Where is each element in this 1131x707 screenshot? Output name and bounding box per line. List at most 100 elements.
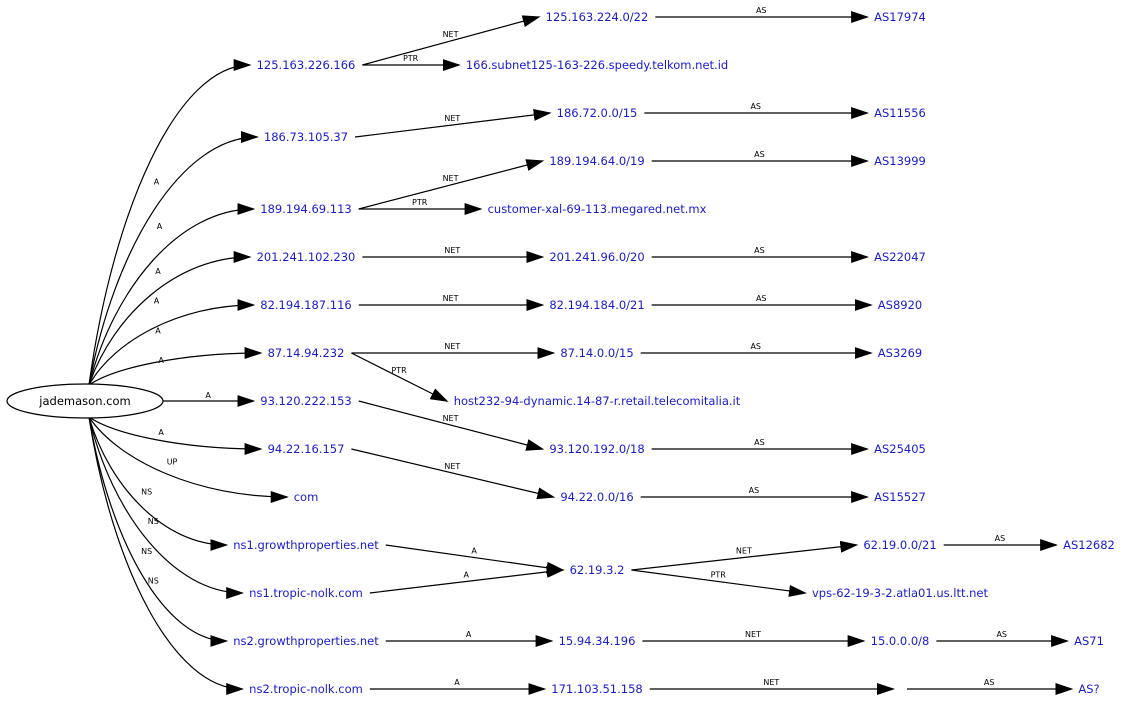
edge-a-root-ip94: A: [88, 416, 263, 455]
node-as22047[interactable]: AS22047: [874, 250, 926, 264]
edge-as-net186-as11556: AS: [644, 102, 870, 119]
node-171-103-51-158[interactable]: 171.103.51.158: [551, 682, 642, 696]
edge-as-net82-as8920: AS: [651, 294, 873, 311]
root-node-ellipse[interactable]: [6, 383, 164, 419]
edge-label: AS: [750, 102, 761, 111]
edge-a-ns2g-ip15: A: [385, 630, 554, 647]
node-customer-xal-69-113-megared-net-mx[interactable]: customer-xal-69-113.megared.net.mx: [488, 202, 707, 216]
edge-as-net87-as3269: AS: [640, 342, 873, 359]
edge-net-ip171-blank171: NET: [649, 678, 895, 695]
node-as25405[interactable]: AS25405: [874, 442, 926, 456]
node-ns2-tropic-nolk-com[interactable]: ns2.tropic-nolk.com: [249, 682, 363, 696]
edge-label: AS: [984, 678, 995, 687]
edge-as-blank171-asq: AS: [907, 678, 1074, 695]
edge-a-root-ip189: A: [88, 203, 256, 386]
edge-ns-root-ns2t: NS: [88, 416, 245, 695]
node-93-120-222-153[interactable]: 93.120.222.153: [260, 394, 351, 408]
edge-as-net189-as13999: AS: [651, 150, 870, 167]
edge-a-root-ip201: A: [88, 251, 252, 386]
edge-line: [88, 416, 229, 551]
node-62-19-0-0-21[interactable]: 62.19.0.0/21: [863, 538, 936, 552]
edge-line: [362, 15, 541, 66]
edge-line: [88, 203, 256, 386]
node-as[interactable]: AS?: [1078, 682, 1099, 696]
node-94-22-0-0-16[interactable]: 94.22.0.0/16: [560, 490, 633, 504]
edge-line: [88, 416, 263, 455]
edge-a-ns1g-ip62: A: [385, 544, 565, 574]
edge-label: AS: [754, 438, 765, 447]
node-186-73-105-37[interactable]: 186.73.105.37: [264, 130, 348, 144]
edge-a-root-ip87: A: [88, 347, 263, 386]
edge-label: A: [158, 356, 164, 365]
node-as11556[interactable]: AS11556: [874, 106, 926, 120]
node-94-22-16-157[interactable]: 94.22.16.157: [268, 442, 345, 456]
node-82-194-184-0-21[interactable]: 82.194.184.0/21: [549, 298, 644, 312]
edge-label: A: [454, 678, 460, 687]
edge-as-net62-as12682: AS: [943, 534, 1059, 551]
node-15-0-0-0-8[interactable]: 15.0.0.0/8: [871, 634, 930, 648]
edge-ns-root-ns2g: NS: [88, 416, 229, 647]
edge-label: AS: [756, 294, 767, 303]
edge-ptr-ip87-ptr87: PTR: [351, 352, 449, 402]
node-as13999[interactable]: AS13999: [874, 154, 926, 168]
edge-label: A: [154, 297, 160, 306]
node-62-19-3-2[interactable]: 62.19.3.2: [570, 563, 625, 577]
node-87-14-0-0-15[interactable]: 87.14.0.0/15: [560, 346, 633, 360]
node-125-163-226-166[interactable]: 125.163.226.166: [257, 58, 356, 72]
node-87-14-94-232[interactable]: 87.14.94.232: [268, 346, 345, 360]
edge-ns-root-ns1g: NS: [88, 416, 229, 551]
node-host232-94-dynamic-14-87-r-retail-telecomitalia-it[interactable]: host232-94-dynamic.14-87-r.retail.teleco…: [454, 394, 741, 408]
node-as12682[interactable]: AS12682: [1063, 538, 1115, 552]
edge-label: NET: [443, 294, 459, 303]
node-com[interactable]: com: [294, 490, 319, 504]
node-ns2-growthproperties-net[interactable]: ns2.growthproperties.net: [233, 634, 379, 648]
edge-label: NET: [443, 414, 459, 423]
edge-label: PTR: [403, 54, 419, 63]
edge-label: A: [205, 391, 211, 400]
edge-a-root-ip125: A: [88, 59, 252, 386]
edge-as-net94-as15527: AS: [640, 486, 870, 503]
node-186-72-0-0-15[interactable]: 186.72.0.0/15: [557, 106, 638, 120]
node-vps-62-19-3-2-atla01-us-ltt-net[interactable]: vps-62-19-3-2.atla01.us.ltt.net: [812, 586, 989, 600]
node-ns1-tropic-nolk-com[interactable]: ns1.tropic-nolk.com: [249, 586, 363, 600]
edge-net-ip93-net93: NET: [358, 400, 545, 451]
node-189-194-69-113[interactable]: 189.194.69.113: [260, 202, 351, 216]
root-node[interactable]: jademason.com: [6, 383, 164, 419]
edge-label: A: [155, 267, 161, 276]
edge-label: A: [157, 222, 163, 231]
node-as8920[interactable]: AS8920: [878, 298, 922, 312]
edge-line: [351, 352, 449, 402]
node-93-120-192-0-18[interactable]: 93.120.192.0/18: [549, 442, 644, 456]
node-as17974[interactable]: AS17974: [874, 10, 926, 24]
node-as15527[interactable]: AS15527: [874, 490, 926, 504]
edge-label: A: [466, 630, 472, 639]
node-15-94-34-196[interactable]: 15.94.34.196: [559, 634, 636, 648]
edge-a-ns1t-ip62: A: [369, 565, 565, 594]
edge-net-ip189-net189: NET: [358, 159, 545, 210]
edge-line: [385, 544, 565, 574]
edge-label: AS: [749, 486, 760, 495]
node-as3269[interactable]: AS3269: [878, 346, 922, 360]
edge-line: [88, 416, 245, 599]
edge-line: [351, 448, 556, 500]
edge-label: NET: [763, 678, 779, 687]
node-189-194-64-0-19[interactable]: 189.194.64.0/19: [549, 154, 644, 168]
node-201-241-102-230[interactable]: 201.241.102.230: [257, 250, 356, 264]
edge-label: PTR: [711, 571, 727, 580]
edge-line: [88, 416, 245, 695]
node-166-subnet125-163-226-speedy-telkom-net-id[interactable]: 166.subnet125-163-226.speedy.telkom.net.…: [466, 58, 728, 72]
node-201-241-96-0-20[interactable]: 201.241.96.0/20: [549, 250, 644, 264]
edge-net-ip125-net125: NET: [362, 15, 541, 66]
root-node-label: jademason.com: [38, 394, 130, 408]
node-as71[interactable]: AS71: [1074, 634, 1104, 648]
node-82-194-187-116[interactable]: 82.194.187.116: [260, 298, 351, 312]
edge-ptr-ip189-ptr189: PTR: [358, 198, 483, 215]
node-125-163-224-0-22[interactable]: 125.163.224.0/22: [546, 10, 649, 24]
edge-net-ip87-net87: NET: [351, 342, 556, 359]
edge-label: AS: [754, 150, 765, 159]
edge-label: AS: [754, 246, 765, 255]
node-ns1-growthproperties-net[interactable]: ns1.growthproperties.net: [233, 538, 379, 552]
edge-line: [631, 569, 807, 597]
edge-label: AS: [995, 534, 1006, 543]
